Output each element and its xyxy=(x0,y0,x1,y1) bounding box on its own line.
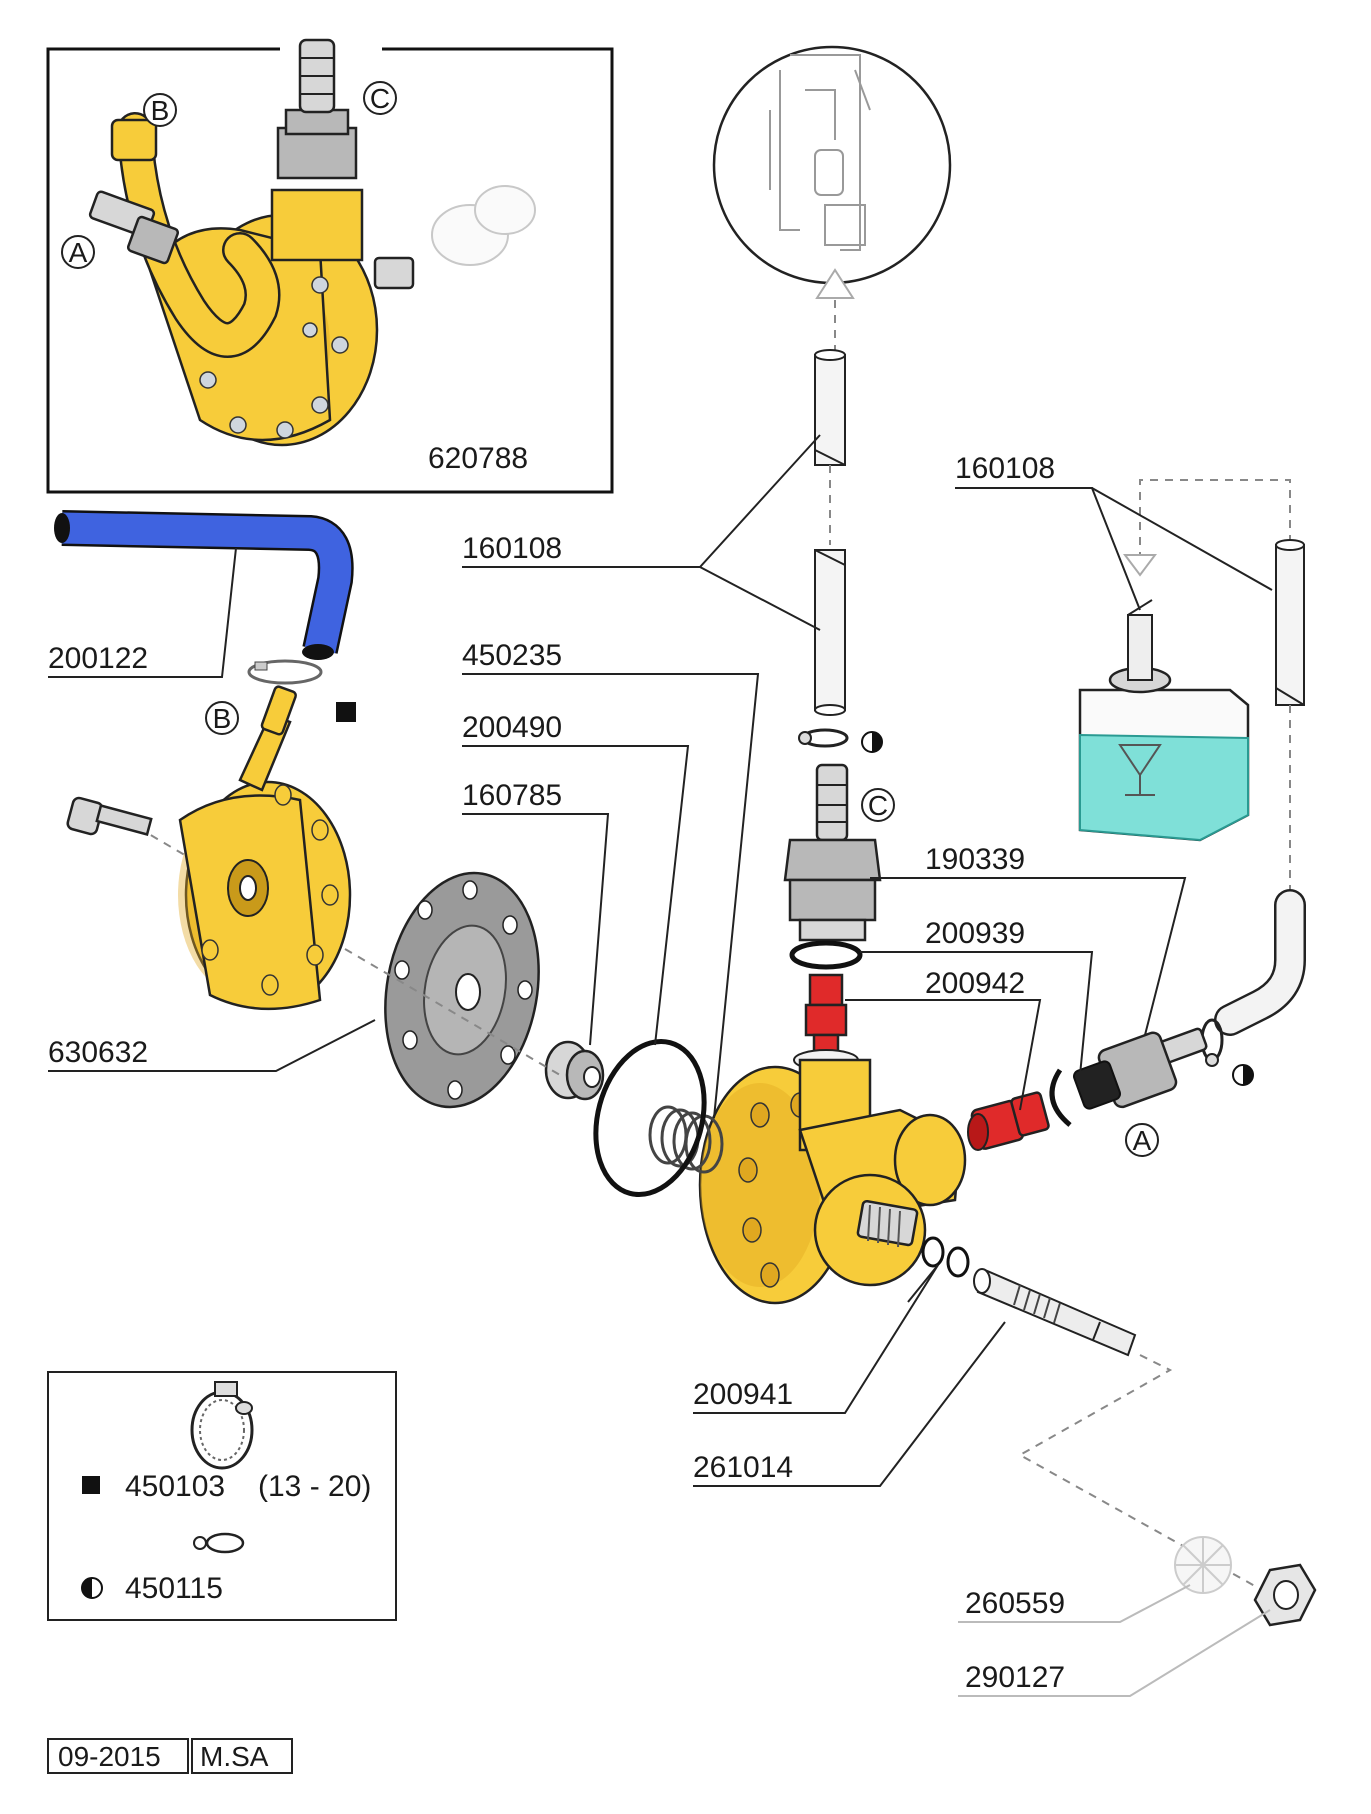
detail-circle xyxy=(712,45,952,355)
diaphragm-plate-630632 xyxy=(384,871,540,1109)
callout-200942: 200942 xyxy=(925,967,1025,1000)
o-ring-200941-a xyxy=(921,1236,945,1268)
svg-text:B: B xyxy=(213,703,232,734)
hose-clamp-top xyxy=(798,728,849,748)
footer-model: M.SA xyxy=(200,1741,269,1772)
filled-square-icon xyxy=(336,702,356,722)
hose-clamp-right xyxy=(1200,1018,1224,1067)
svg-text:C: C xyxy=(868,790,888,821)
impeller-260559 xyxy=(1174,1536,1232,1594)
callout-200122: 200122 xyxy=(48,642,148,675)
leader-lines xyxy=(48,434,1273,1697)
o-ring-200490 xyxy=(593,1038,707,1198)
filled-square-icon-legend xyxy=(82,1476,100,1494)
half-circle-icon xyxy=(861,731,883,753)
fitting-190339 xyxy=(783,763,882,942)
inset-port-c-marker: C xyxy=(363,81,397,115)
valve-insert-vertical xyxy=(793,973,859,1071)
snap-ring xyxy=(1049,1068,1072,1127)
worm-clamp-icon xyxy=(190,1381,254,1470)
blue-hose-200122 xyxy=(54,510,354,660)
glass-icon xyxy=(1118,744,1162,796)
tube-upper xyxy=(814,349,846,466)
callout-630632: 630632 xyxy=(48,1036,148,1069)
inset-part-number: 620788 xyxy=(428,442,528,475)
port-c-marker: C xyxy=(861,788,895,822)
svg-text:B: B xyxy=(151,95,170,126)
main-pump-body xyxy=(698,1058,967,1305)
valve-seat-160785 xyxy=(544,1040,605,1101)
inset-port-a-marker: A xyxy=(61,235,95,269)
svg-text:C: C xyxy=(370,83,390,114)
callout-160108-left: 160108 xyxy=(462,532,562,565)
legend-box: 450103 (13 - 20) 450115 xyxy=(47,1371,397,1621)
half-circle-icon-legend xyxy=(81,1577,103,1599)
hose-clamp-left xyxy=(247,659,323,685)
port-a-marker: A xyxy=(1125,1123,1159,1157)
callout-200941: 200941 xyxy=(693,1378,793,1411)
inset-pump-assembly xyxy=(88,38,536,447)
valve-insert-horizontal xyxy=(967,1091,1050,1151)
nut-290127 xyxy=(1253,1563,1317,1627)
half-circle-icon-right xyxy=(1232,1064,1254,1086)
callout-160785: 160785 xyxy=(462,779,562,812)
callout-290127: 290127 xyxy=(965,1661,1065,1694)
o-ring-200941-b xyxy=(946,1246,970,1278)
callout-261014: 261014 xyxy=(693,1451,793,1484)
spring-clamp-icon xyxy=(193,1532,245,1554)
callout-190339: 190339 xyxy=(925,843,1025,876)
footer-date: 09-2015 xyxy=(58,1741,161,1772)
liquid-tank xyxy=(1078,599,1250,842)
svg-text:A: A xyxy=(69,237,88,268)
callout-200490: 200490 xyxy=(462,711,562,744)
callout-260559: 260559 xyxy=(965,1587,1065,1620)
inset-box: B A C 620788 xyxy=(46,38,614,494)
pump-cover-left xyxy=(178,685,352,1011)
tube-right-vertical xyxy=(1275,539,1305,706)
fitting-port-a xyxy=(1072,1027,1208,1110)
tube-lower xyxy=(814,549,846,716)
footer: 09-2015 M.SA xyxy=(47,1738,293,1774)
callout-160108-right: 160108 xyxy=(955,452,1055,485)
o-ring-200939 xyxy=(789,940,863,970)
legend-code-450103: 450103 xyxy=(125,1470,225,1503)
legend-range: (13 - 20) xyxy=(258,1470,371,1503)
callout-450235: 450235 xyxy=(462,639,562,672)
elbow-tube xyxy=(1214,889,1306,1036)
legend-code-450115: 450115 xyxy=(125,1572,223,1605)
inset-port-b-marker: B xyxy=(143,93,177,127)
shaft-261014 xyxy=(973,1268,1137,1357)
callout-200939: 200939 xyxy=(925,917,1025,950)
svg-text:A: A xyxy=(1133,1125,1152,1156)
port-b-marker: B xyxy=(205,701,239,735)
screw xyxy=(66,796,153,836)
